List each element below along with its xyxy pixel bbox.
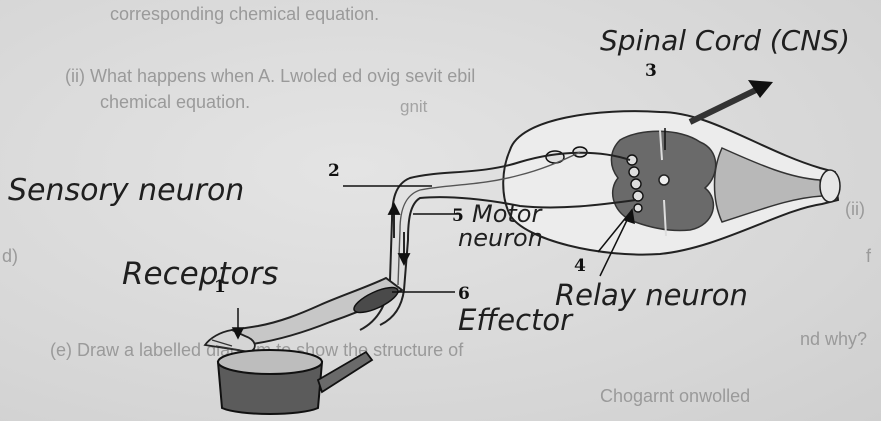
bg-line-3: chemical equation. (100, 92, 250, 112)
number-2: 2 (328, 161, 340, 181)
label-effector: Effector (458, 303, 574, 337)
label-sensory-neuron: Sensory neuron (8, 173, 244, 208)
nerve-root (820, 170, 840, 202)
number-3: 3 (645, 61, 657, 81)
bg-line-top: corresponding chemical equation. (110, 4, 379, 24)
label-relay-neuron: Relay neuron (555, 278, 748, 312)
bg-line-mid-right: (ii) (845, 199, 865, 219)
central-canal (659, 175, 669, 185)
bg-line-dwhy: nd why? (800, 329, 867, 349)
bg-line-2a: (ii) What happens when A. Lwoled ed ovig… (65, 66, 475, 86)
label-motor-neuron-line2: neuron (458, 224, 543, 252)
label-spinal-cord: Spinal Cord (CNS) (600, 24, 850, 57)
bg-line-d: d) (2, 246, 18, 266)
number-4: 4 (574, 256, 586, 276)
bg-line-bottom: Chogarnt onwolled (600, 386, 750, 406)
number-5: 5 (452, 206, 464, 226)
spinal-cord-section (503, 111, 840, 254)
label-receptors: Receptors (122, 256, 278, 292)
number-6: 6 (458, 284, 470, 304)
bg-line-3b: gnit (400, 97, 428, 116)
bg-line-d-right: f (866, 246, 872, 266)
